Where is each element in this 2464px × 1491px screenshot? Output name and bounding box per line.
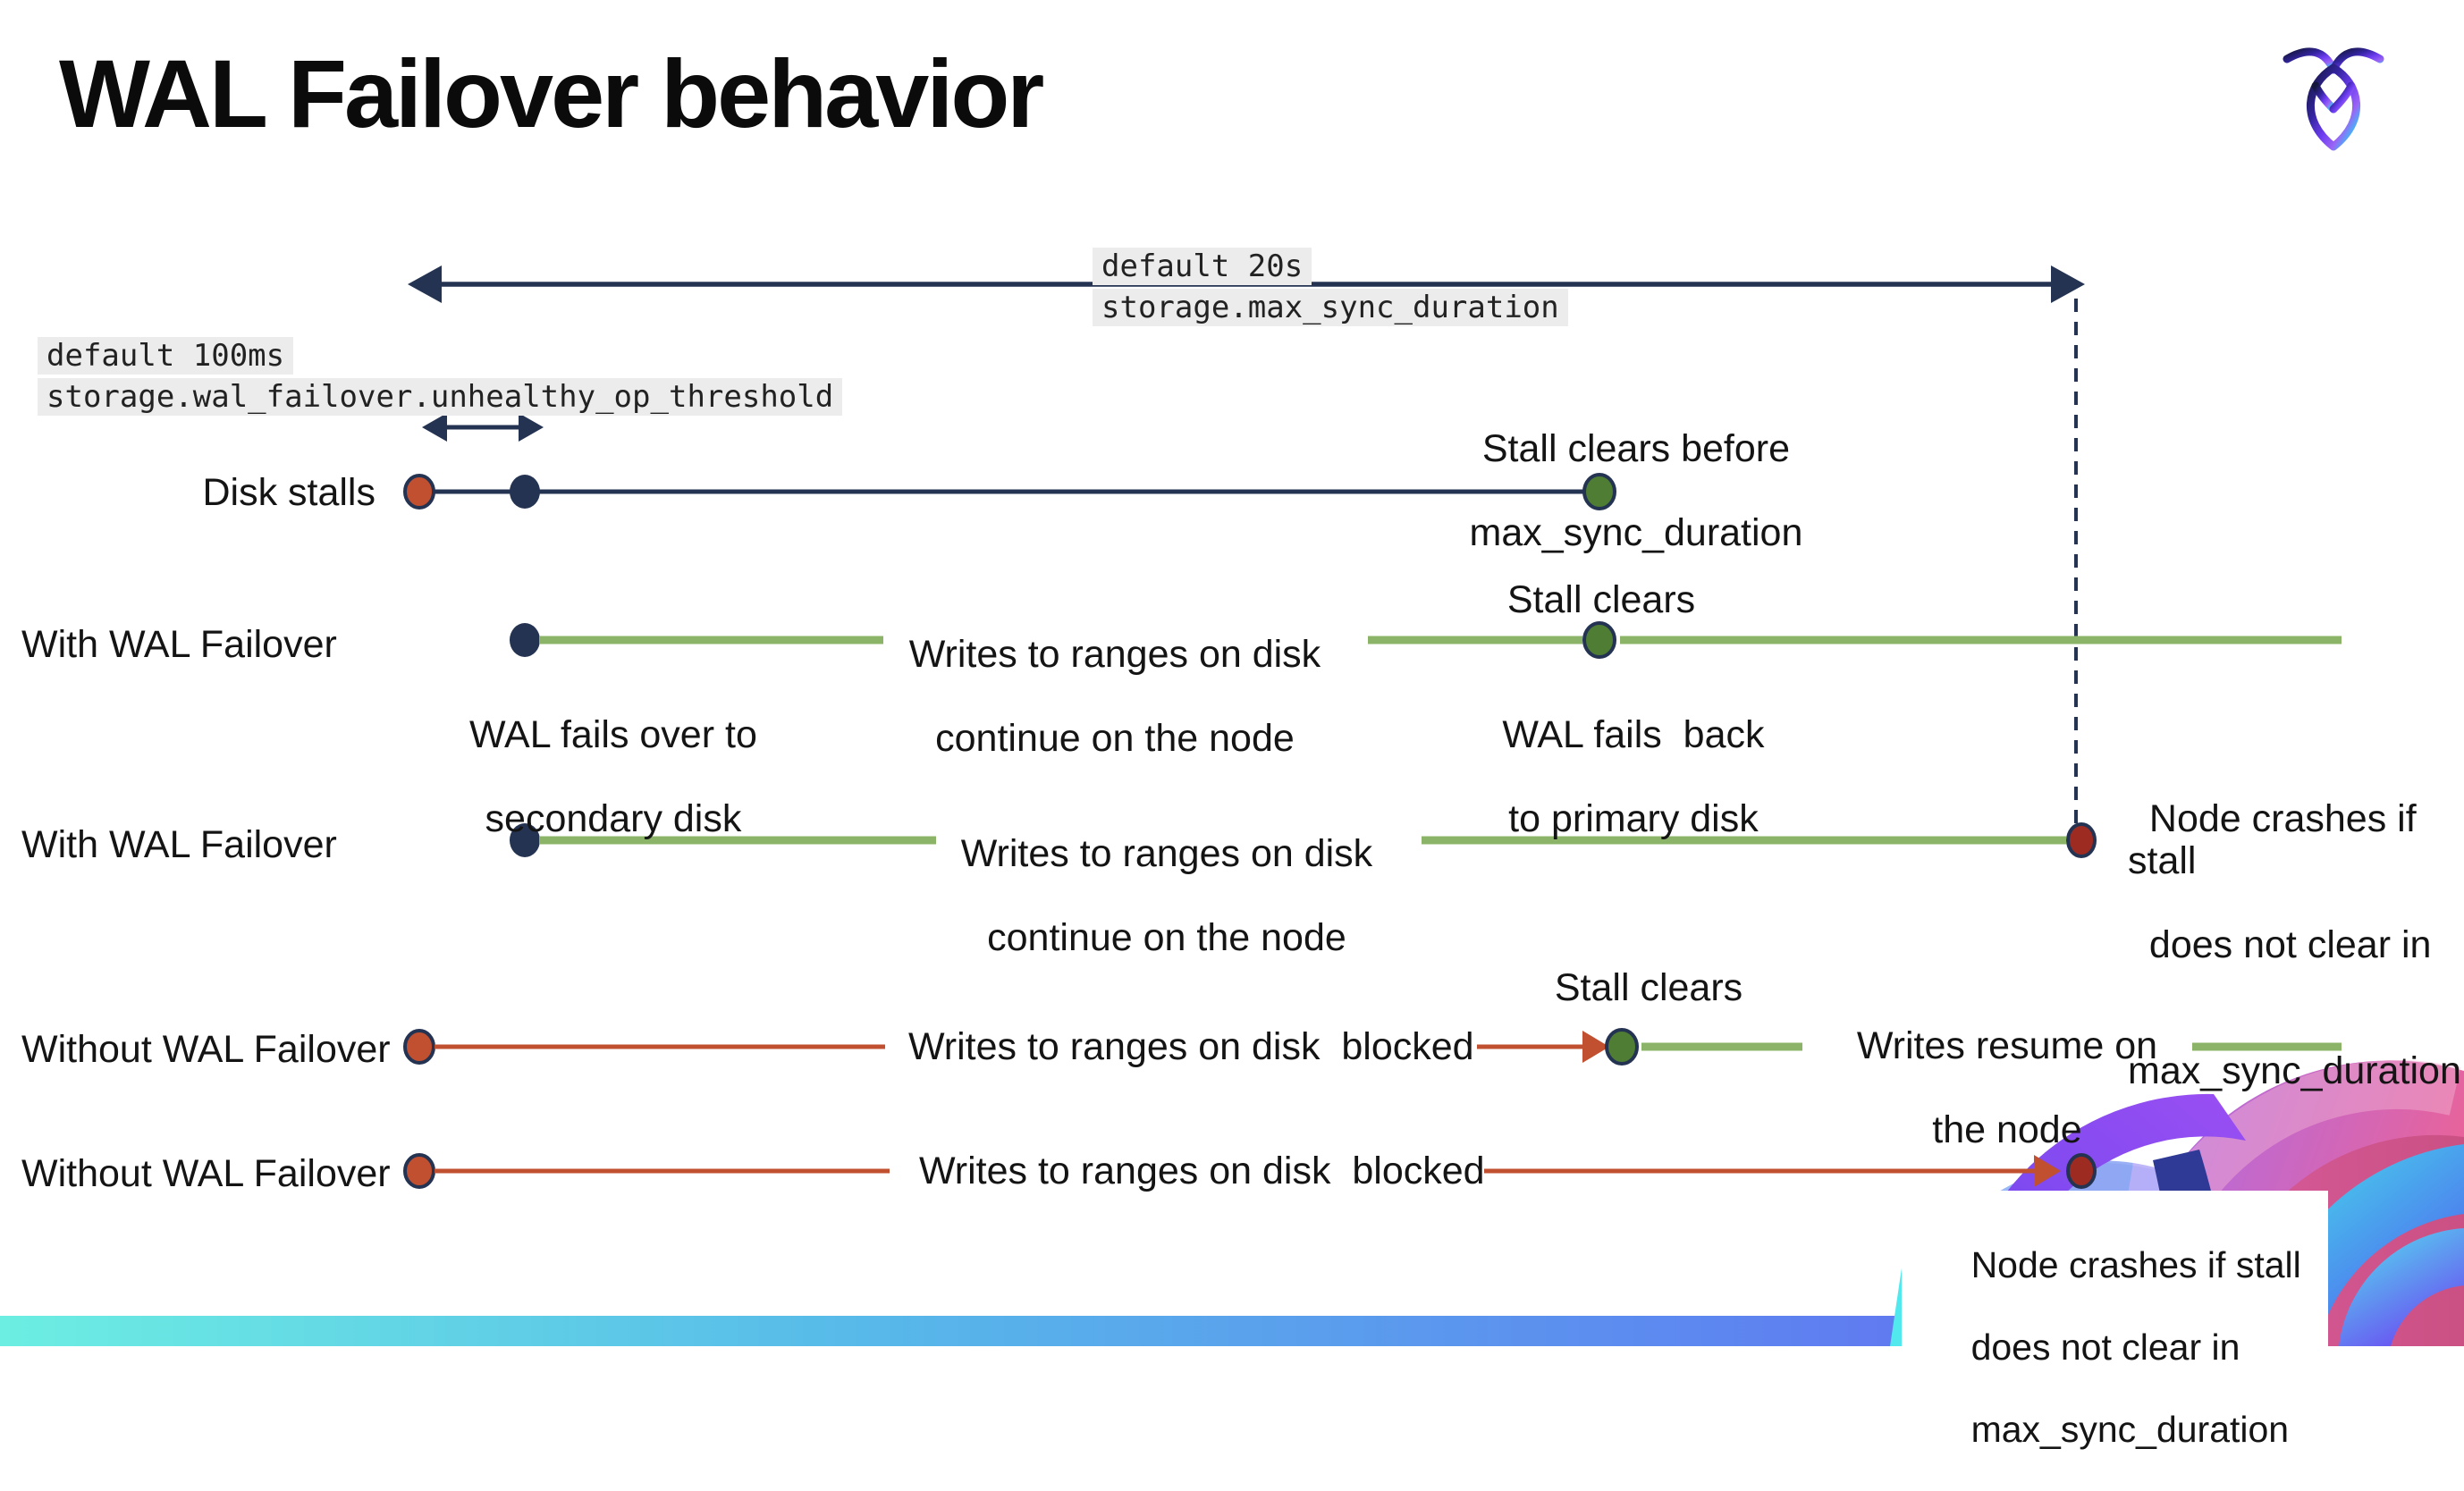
stall-start-dot [403,1029,435,1065]
failover-dot [510,623,540,657]
row-label-without-wal-failover-1: Without WAL Failover [21,1028,391,1071]
row-label-disk-stalls: Disk stalls [202,471,376,514]
stall-start-dot [403,474,435,510]
caption-writes-continue-1: Writes to ranges on disk continue on the… [888,592,1321,760]
cockroachdb-logo-icon [2283,47,2384,151]
failover-dot [510,823,540,857]
caption-node-crashes-mid: Node crashes if stall does not clear in … [2128,756,2464,1092]
diagram-canvas [403,265,2342,1189]
caption-line: Writes resume on [1856,1024,2158,1067]
caption-node-crashes-box: Node crashes if stall does not clear in … [1930,1203,2301,1491]
node-crash-callout: Node crashes if stall does not clear in … [1902,1191,2328,1450]
node-crash-dot [2066,1153,2097,1189]
cyan-arc-band-inner [2339,1228,2464,1346]
threshold-arrowhead-left [422,413,447,442]
max-sync-setting-name: storage.max_sync_duration [1093,289,1568,326]
caption-writes-blocked-2: Writes to ranges on disk blocked [919,1150,1485,1192]
node-crash-dot [2066,822,2097,858]
caption-stall-clears-failover: Stall clears [1506,578,1696,621]
caption-line: the node [1932,1108,2082,1151]
stall-clears-dot [1605,1028,1639,1066]
caption-line: Node crashes if stall [2128,797,2427,882]
threshold-arrowhead-right [519,413,544,442]
threshold-annotation: default 100ms storage.wal_failover.unhea… [38,337,843,416]
row-label-without-wal-failover-2: Without WAL Failover [21,1152,391,1195]
stall-clears-dot [1582,621,1616,659]
wal-failover-slide: { "page": { "title": "WAL Failover behav… [0,39,2464,1450]
caption-line: WAL fails back [1502,713,1765,756]
threshold-setting-name: storage.wal_failover.unhealthy_op_thresh… [38,378,843,416]
caption-line: WAL fails over to [469,713,757,756]
max-sync-annotation: default 20s storage.max_sync_duration [1093,248,1568,326]
caption-line: max_sync_duration [1469,511,1803,554]
caption-line: Writes to ranges on disk [960,832,1373,875]
caption-line: to primary disk [1508,797,1759,840]
max-sync-default-label: default 20s [1093,248,1312,285]
blocked-arrowhead [2034,1155,2061,1187]
threshold-default-label: default 100ms [38,337,294,375]
caption-wal-fails-over: WAL fails over to secondary disk [448,672,757,840]
caption-line: continue on the node [987,916,1346,959]
caption-writes-continue-2: Writes to ranges on disk continue on the… [940,791,1372,959]
max-sync-arrowhead-left [408,265,442,303]
caption-writes-blocked-1: Writes to ranges on disk blocked [908,1025,1474,1068]
caption-line: does not clear in [1970,1327,2240,1368]
caption-line: max_sync_duration [1970,1409,2290,1450]
caption-writes-resume: Writes resume on the node [1835,983,2157,1151]
caption-line: continue on the node [935,717,1295,760]
caption-line: Stall clears before [1481,427,1791,470]
blocked-arrowhead [1582,1031,1609,1063]
caption-wal-fails-back: WAL fails back to primary disk [1481,672,1764,840]
stall-clears-dot [1582,473,1616,510]
row-label-with-wal-failover-2: With WAL Failover [21,823,337,866]
caption-line: Writes to ranges on disk [908,633,1321,676]
row-label-with-wal-failover-1: With WAL Failover [21,623,337,666]
max-sync-arrowhead-right [2051,265,2085,303]
caption-stall-clears-without: Stall clears [1554,966,1743,1009]
caption-line: secondary disk [485,797,742,840]
caption-line: does not clear in [2148,923,2432,966]
threshold-reached-dot [510,475,540,509]
page-title: WAL Failover behavior [59,39,1044,147]
caption-line: Node crashes if stall [1970,1244,2301,1285]
caption-line: max_sync_duration [2128,1049,2461,1092]
caption-stall-clears-before: Stall clears before max_sync_duration [1448,386,1803,554]
stall-start-dot [403,1153,435,1189]
